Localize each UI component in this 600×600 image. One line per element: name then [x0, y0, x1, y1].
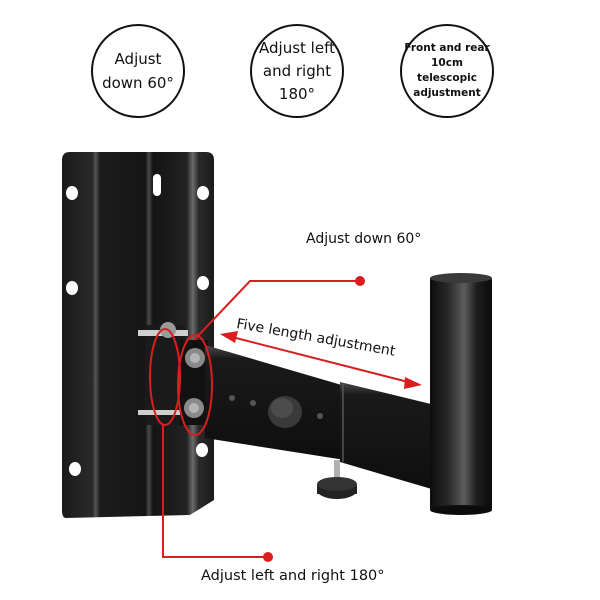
mount-hole — [197, 276, 209, 290]
callout-adjust-down: Adjust down 60° — [306, 231, 422, 247]
mount-hole — [69, 462, 81, 476]
annotations — [149, 280, 417, 558]
arrow-head-left-icon — [220, 331, 238, 343]
callout-adjust-left-right: Adjust left and right 180° — [201, 568, 385, 584]
highlight-ellipse-tilt — [177, 334, 213, 436]
mount-hole — [196, 443, 208, 457]
telescopic-arm — [205, 345, 435, 490]
feature-badge-telescopic: Front and rear 10cm telescopic adjustmen… — [400, 24, 494, 118]
feature-badge-adjust-left-right: Adjust left and right 180° — [250, 24, 344, 118]
highlight-ellipse-rotation — [149, 328, 181, 426]
length-arrow-line — [227, 335, 417, 385]
badge-text: Adjust left and right 180° — [259, 38, 335, 103]
feature-badge-adjust-down: Adjust down 60° — [91, 24, 185, 118]
arrow-head-right-icon — [404, 377, 422, 389]
badge-text: Adjust down 60° — [102, 50, 174, 92]
mount-hole — [197, 186, 209, 200]
adjust-screw — [317, 460, 357, 499]
pole-socket — [430, 273, 492, 515]
callout-dot — [263, 552, 273, 562]
mount-hole — [66, 186, 78, 200]
mount-hole — [66, 281, 78, 295]
mount-slot — [153, 174, 161, 196]
callout-line-left-right — [162, 425, 268, 558]
callout-line-down — [193, 280, 358, 341]
badge-text: Front and rear 10cm telescopic adjustmen… — [404, 42, 490, 99]
annotation-markers — [220, 276, 422, 562]
callout-dot — [355, 276, 365, 286]
